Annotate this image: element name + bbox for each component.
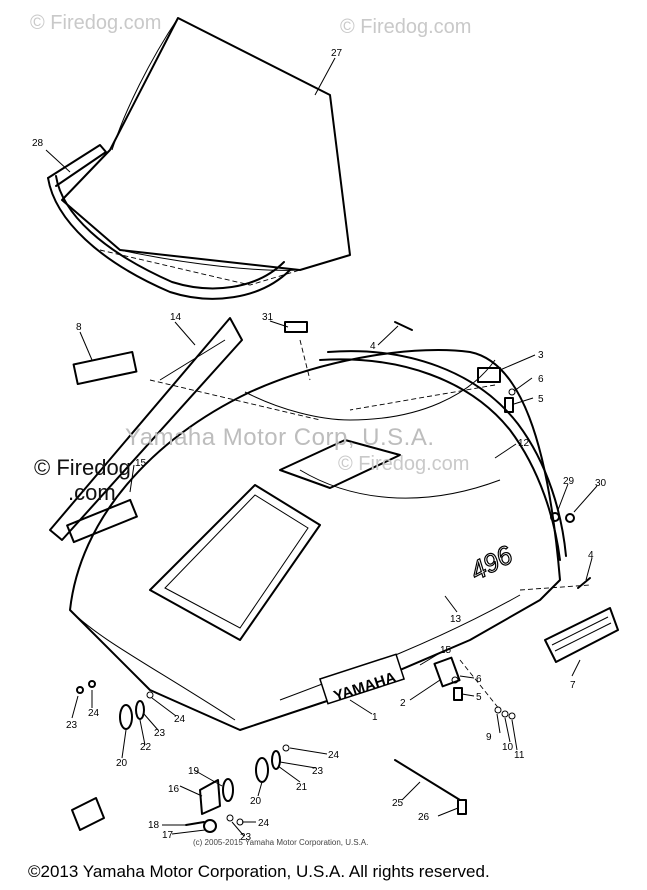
callout-31: 31 (262, 312, 274, 323)
callout-19: 19 (188, 766, 200, 777)
callout-11: 11 (514, 750, 525, 761)
callout-29: 29 (563, 476, 575, 487)
callout-5: 5 (476, 692, 482, 703)
callout-16: 16 (168, 784, 180, 795)
callout-24: 24 (328, 750, 340, 761)
leader-lines (45, 57, 598, 837)
callout-14: 14 (170, 312, 182, 323)
callout-20: 20 (250, 796, 262, 807)
callout-17: 17 (162, 830, 174, 841)
callout-9: 9 (486, 732, 492, 743)
windshield-trim (47, 144, 291, 300)
callout-24: 24 (174, 714, 186, 725)
hardware (71, 321, 591, 833)
windshield (61, 17, 351, 271)
callout-15: 15 (135, 458, 147, 469)
watermark-band: Yamaha Motor Corp, U.S.A. (125, 424, 435, 451)
callout-22: 22 (140, 742, 152, 753)
footer-copyright: ©2013 Yamaha Motor Corporation, U.S.A. A… (28, 862, 490, 881)
callout-23: 23 (312, 766, 324, 777)
callout-4: 4 (588, 550, 594, 561)
callout-8: 8 (76, 322, 82, 333)
callout-1: 1 (372, 712, 378, 723)
small-copyright: (c) 2005-2015 Yamaha Motor Corporation, … (193, 838, 369, 847)
callout-23: 23 (66, 720, 78, 731)
callout-23: 23 (154, 728, 166, 739)
callout-23: 23 (240, 832, 252, 843)
watermark-top-left: © Firedog.com (30, 12, 162, 34)
hood-decals: YAMAHA 496 (318, 539, 518, 705)
callout-27: 27 (331, 48, 343, 59)
callout-3: 3 (538, 350, 544, 361)
callout-4: 4 (370, 341, 376, 352)
callout-25: 25 (392, 798, 404, 809)
callout-15: 15 (440, 645, 452, 656)
model-decal: 496 (465, 539, 518, 586)
watermark-side: © Firedog (34, 455, 131, 480)
callout-6: 6 (476, 674, 482, 685)
watermark-side-suffix: .com (68, 480, 116, 505)
callout-24: 24 (258, 818, 270, 829)
callout-26: 26 (418, 812, 430, 823)
callout-5: 5 (538, 394, 544, 405)
callout-12: 12 (518, 438, 530, 449)
callout-20: 20 (116, 758, 128, 769)
callout-10: 10 (502, 742, 514, 753)
watermark-top-right: © Firedog.com (340, 16, 472, 38)
callout-30: 30 (595, 478, 607, 489)
callout-24: 24 (88, 708, 100, 719)
callouts: 27 28 8 14 31 4 3 6 5 12 15 29 30 4 13 7… (32, 48, 607, 843)
callout-18: 18 (148, 820, 160, 831)
hood-vent (279, 439, 401, 489)
reflector (544, 607, 619, 663)
callout-2: 2 (400, 698, 406, 709)
callout-6: 6 (538, 374, 544, 385)
hood-window (149, 484, 321, 641)
decal-strip (49, 317, 243, 541)
callout-13: 13 (450, 614, 462, 625)
callout-7: 7 (570, 680, 576, 691)
watermark-middle: © Firedog.com (338, 453, 470, 475)
callout-28: 28 (32, 138, 44, 149)
callout-21: 21 (296, 782, 308, 793)
